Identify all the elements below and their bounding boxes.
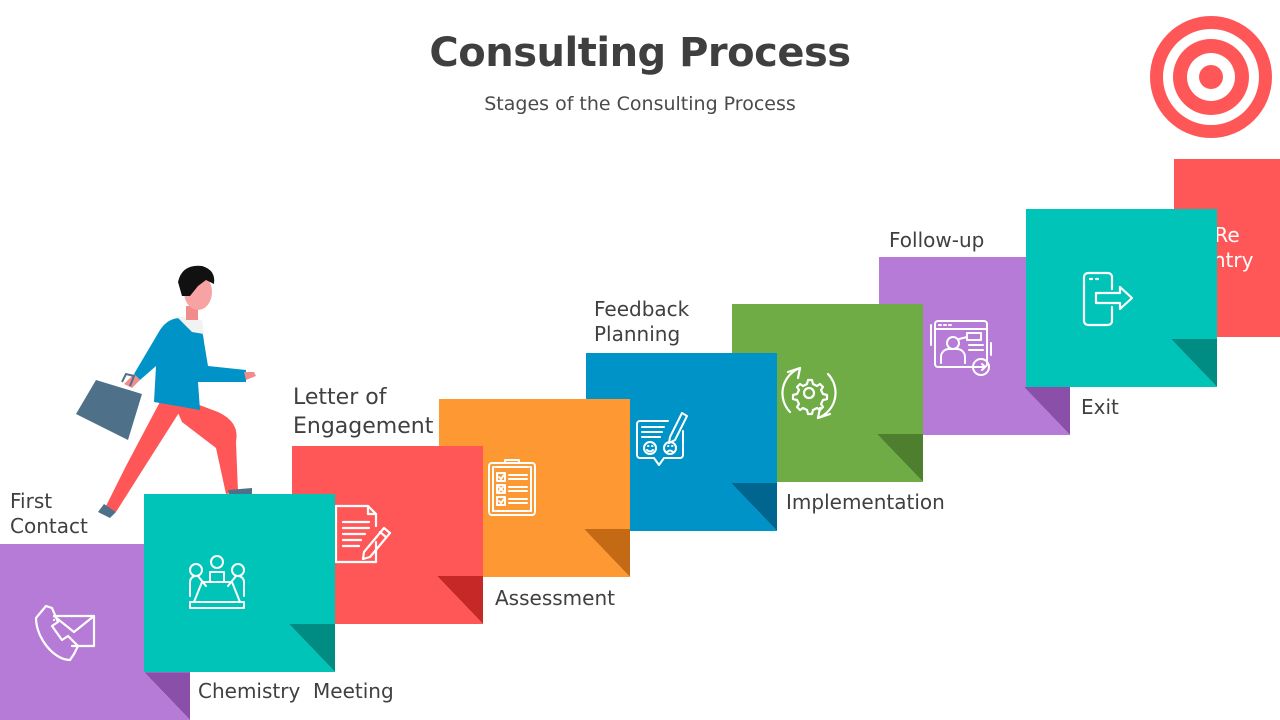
step-block [144, 494, 335, 672]
step-exit [1026, 209, 1217, 387]
step-chemistry-meeting [144, 494, 335, 672]
step-label-exit: Exit [1081, 395, 1119, 419]
phone-mail-icon [34, 604, 96, 662]
step-label-follow-up: Follow-up [889, 228, 985, 252]
step-label-assessment: Assessment [495, 586, 615, 610]
step-label-letter-of-engagement: Letter of Engagement [293, 385, 434, 439]
meeting-table-icon [189, 555, 245, 609]
step-label-first-contact: First Contact [10, 489, 88, 538]
document-edit-icon [334, 504, 392, 564]
clipboard-checklist-icon [488, 459, 536, 516]
businessman-climbing-illustration [76, 265, 256, 518]
exit-door-icon [1082, 271, 1134, 327]
step-label-chemistry-meeting: Chemistry Meeting [198, 679, 394, 703]
feedback-chat-icon [636, 412, 688, 466]
bullseye-target-icon [1150, 16, 1272, 138]
step-block [1026, 209, 1217, 387]
page-title: Consulting Process [429, 30, 851, 76]
fold-corner [144, 672, 190, 720]
step-label-feedback-planning: Feedback Planning [594, 297, 690, 346]
page-subtitle: Stages of the Consulting Process [484, 93, 796, 115]
gear-cycle-icon [781, 366, 837, 420]
step-label-implementation: Implementation [786, 490, 945, 514]
user-browser-arrow-icon [930, 320, 992, 376]
